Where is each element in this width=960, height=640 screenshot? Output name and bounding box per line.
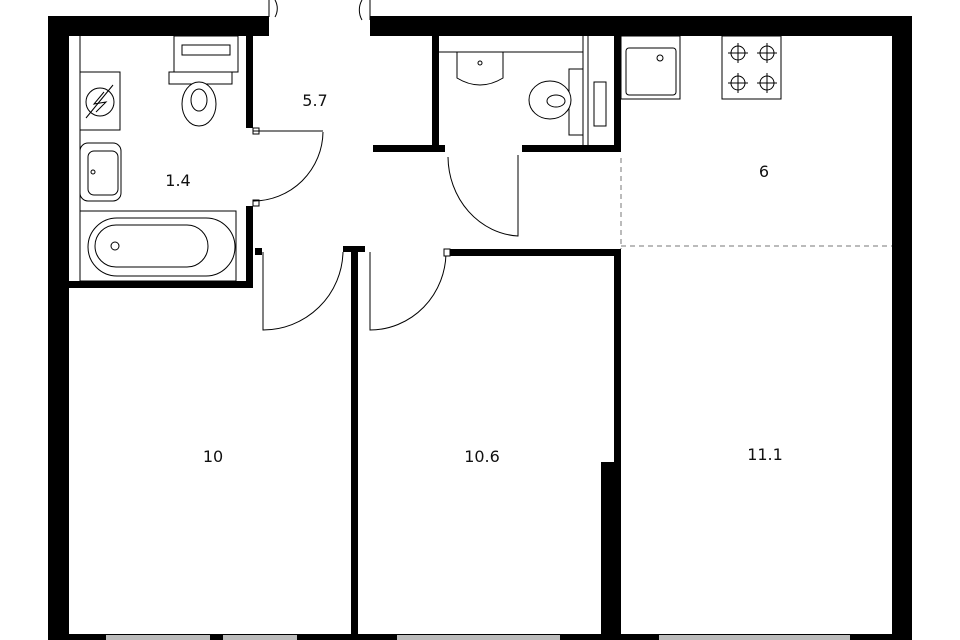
sink-icon — [79, 142, 122, 202]
stove-icon — [721, 35, 782, 100]
wc-toilet-icon — [528, 68, 607, 136]
wc-sink-icon — [456, 51, 504, 86]
window — [223, 635, 297, 640]
window — [106, 635, 210, 640]
room-area-bedroom-middle: 10.6 — [464, 447, 500, 466]
washing-machine-icon — [79, 71, 121, 131]
bedroom-left-door — [262, 251, 344, 331]
window — [659, 635, 850, 640]
toilet-icon — [168, 35, 239, 127]
kitchen-sink-icon — [620, 35, 681, 100]
window — [397, 635, 560, 640]
room-area-bedroom-left: 10 — [203, 447, 223, 466]
entrance-door — [274, 0, 363, 21]
bathtub-icon — [79, 210, 237, 282]
doors — [252, 0, 519, 331]
bedroom-middle-door — [369, 251, 447, 331]
room-area-bathroom: 1.4 — [165, 171, 190, 190]
wc-door — [447, 155, 519, 237]
room-area-living-room: 11.1 — [747, 445, 783, 464]
bathroom-door — [252, 130, 324, 202]
walls — [48, 16, 912, 640]
room-area-hallway: 5.7 — [302, 91, 327, 110]
room-area-kitchen: 6 — [759, 162, 769, 181]
